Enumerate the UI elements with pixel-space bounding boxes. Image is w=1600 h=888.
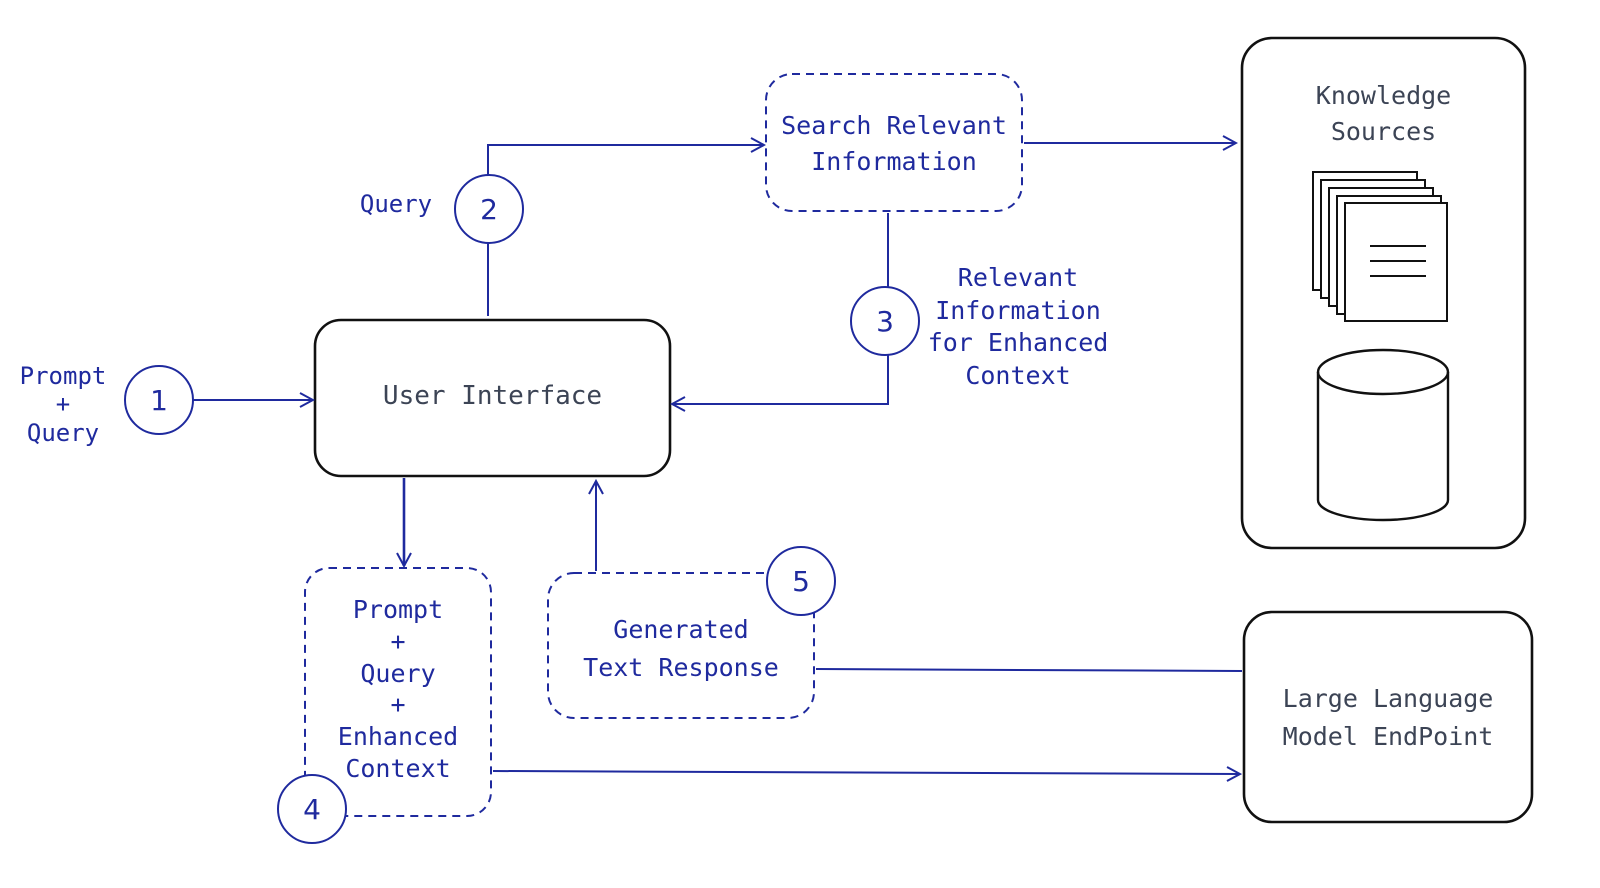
- prompt-query-label: Prompt + Query: [19, 362, 107, 447]
- step-number-5: 5: [792, 564, 810, 598]
- step-circle-4: [277, 774, 347, 844]
- step-circle-3: [850, 286, 920, 356]
- relevant-info-label: Relevant Information for Enhanced Contex…: [927, 263, 1109, 390]
- knowledge-sources-box: [1240, 36, 1527, 550]
- line-llm-to-response: [815, 668, 1243, 672]
- prompt-enhanced-label: Prompt + Query + Enhanced Context: [337, 595, 459, 783]
- database-cylinder-icon: [1316, 348, 1450, 522]
- step-number-3: 3: [876, 304, 894, 338]
- step-number-1: 1: [150, 383, 168, 417]
- step-number-4: 4: [303, 792, 321, 826]
- step-circle-5: [766, 546, 836, 616]
- generated-response-label: Generated Text Response: [583, 615, 779, 682]
- llm-endpoint-label: Large Language Model EndPoint: [1282, 684, 1494, 751]
- generated-response-box: [547, 572, 815, 719]
- knowledge-sources-label: Knowledge Sources: [1315, 81, 1452, 147]
- search-relevant-label: Search Relevant Information: [781, 111, 1007, 177]
- arrow-search-to-ui: [672, 213, 889, 404]
- query-label: Query: [359, 190, 433, 218]
- step-circle-2: [454, 174, 524, 244]
- user-interface-label: User Interface: [382, 381, 603, 411]
- document-stack-icon: [1312, 171, 1448, 322]
- search-relevant-box: [765, 73, 1023, 212]
- arrow-ui-to-search: [487, 145, 764, 316]
- step-circle-1: [124, 365, 194, 435]
- arrow-prompt-box-to-llm: [492, 771, 1240, 774]
- step-number-2: 2: [480, 192, 498, 226]
- prompt-enhanced-box: [304, 567, 492, 817]
- llm-endpoint-box: [1242, 610, 1534, 824]
